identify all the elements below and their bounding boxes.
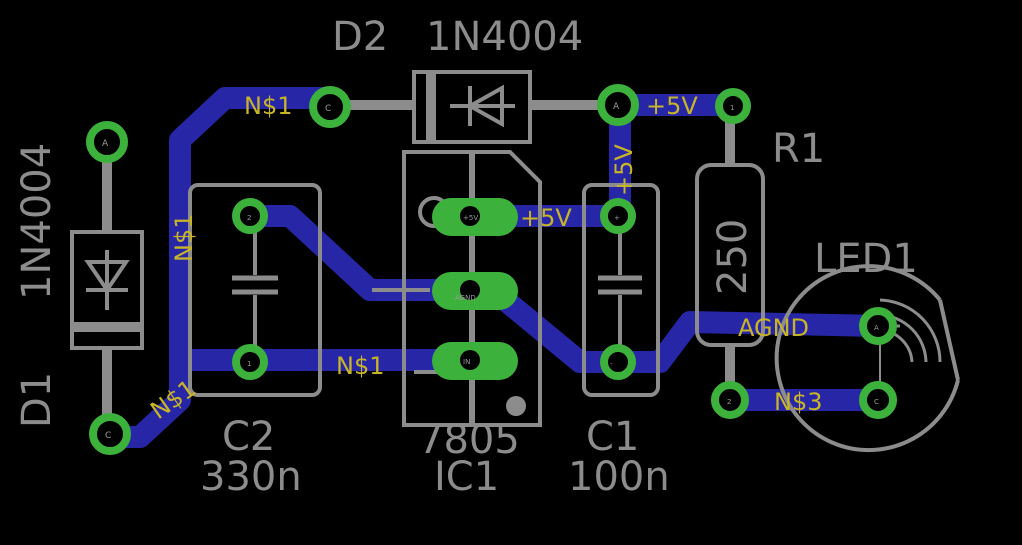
- net-label-vcc-top: +5V: [646, 92, 698, 120]
- trace-agnd: [239, 205, 891, 373]
- pad-d1-cathode[interactable]: C: [89, 413, 131, 455]
- svg-text:+: +: [614, 214, 620, 222]
- resistor-r1[interactable]: R1 250: [695, 112, 825, 395]
- c2-value: 330n: [200, 454, 302, 500]
- svg-text:1: 1: [247, 360, 251, 368]
- pad-c1-2[interactable]: -: [600, 344, 636, 380]
- svg-text:+5V: +5V: [463, 214, 478, 222]
- capacitor-c1[interactable]: C1 100n: [568, 183, 670, 500]
- c1-value: 100n: [568, 454, 670, 500]
- svg-text:-: -: [610, 360, 613, 368]
- pad-d2-cathode[interactable]: A: [597, 84, 639, 126]
- pad-c2-2[interactable]: 2: [232, 198, 268, 234]
- svg-text:A: A: [874, 324, 879, 332]
- diode-d1[interactable]: 1N4004 D1: [14, 143, 144, 430]
- net-label-ns1-top: N$1: [244, 92, 293, 120]
- net-label-ns3: N$3: [774, 388, 823, 416]
- d1-name: D1: [14, 372, 60, 428]
- trace-ns1-main: [101, 87, 341, 448]
- capacitor-c2[interactable]: C2 330n: [188, 183, 322, 500]
- c1-name: C1: [586, 414, 639, 460]
- svg-text:A: A: [102, 139, 109, 149]
- led1-name: LED1: [814, 236, 918, 282]
- d2-name: D2: [332, 14, 388, 60]
- ic1-value: 7805: [418, 417, 520, 463]
- net-label-ns1-left: N$1: [170, 214, 198, 263]
- pad-r1-2[interactable]: 2: [711, 381, 749, 419]
- svg-text:1: 1: [730, 104, 734, 112]
- net-label-vcc-vertical: +5V: [610, 144, 638, 196]
- d1-value: 1N4004: [14, 143, 60, 300]
- pad-ic1-out[interactable]: +5V: [432, 198, 518, 236]
- d2-value: 1N4004: [426, 14, 583, 60]
- svg-text:C: C: [325, 104, 331, 114]
- pad-c2-1[interactable]: 1: [232, 344, 268, 380]
- svg-text:2: 2: [727, 398, 731, 406]
- led-led1[interactable]: LED1: [774, 236, 960, 453]
- net-label-agnd: AGND: [738, 314, 809, 342]
- r1-name: R1: [772, 126, 825, 172]
- svg-text:C: C: [105, 431, 111, 441]
- c2-name: C2: [222, 414, 275, 460]
- diode-d2[interactable]: D2 1N4004: [332, 14, 610, 144]
- svg-text:C: C: [874, 398, 879, 406]
- net-labels: N$1 N$1 N$1 N$1 +5V +5V +5V AGND N$3: [145, 92, 822, 425]
- pad-d1-anode[interactable]: A: [86, 121, 128, 163]
- pad-d2-anode[interactable]: C: [309, 86, 351, 128]
- svg-text:2: 2: [247, 214, 251, 222]
- pad-led-anode[interactable]: A: [859, 307, 897, 345]
- pad-c1-1[interactable]: +: [600, 198, 636, 234]
- ic1-name: IC1: [434, 454, 499, 500]
- pad-ic1-gnd[interactable]: AGND: [432, 272, 518, 310]
- svg-text:AGND: AGND: [455, 294, 476, 302]
- net-label-ns1-in: N$1: [336, 352, 385, 380]
- pad-r1-1[interactable]: 1: [715, 88, 751, 124]
- svg-text:A: A: [613, 102, 620, 112]
- pad-led-cathode[interactable]: C: [859, 381, 897, 419]
- net-label-vcc-out: +5V: [520, 204, 572, 232]
- pad-ic1-in[interactable]: IN: [432, 342, 518, 380]
- pads: A C C A 2 1: [86, 84, 897, 455]
- r1-value: 250: [710, 219, 756, 295]
- svg-text:IN: IN: [463, 358, 470, 366]
